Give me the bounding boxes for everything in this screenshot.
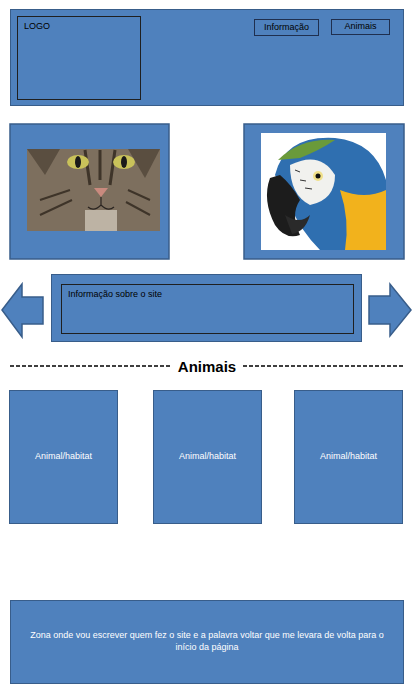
- info-text-box: Informação sobre o site: [61, 284, 354, 334]
- right-arrow: [369, 284, 411, 336]
- nav-button: Animais: [331, 19, 390, 35]
- image-panel: [244, 124, 404, 259]
- node-text: Animal/habitat: [320, 451, 377, 463]
- dashed-rule: [10, 365, 171, 367]
- left-arrow: [2, 284, 43, 337]
- logo-box: LOGO: [17, 16, 141, 100]
- info-panel: Informação sobre o site: [51, 274, 362, 342]
- node-text: Animais: [344, 21, 376, 33]
- image-panel: [10, 124, 169, 259]
- node-text: Informação: [264, 22, 309, 34]
- node-text: Informação sobre o site: [68, 289, 162, 301]
- node-text: LOGO: [24, 21, 50, 33]
- node-text: Zona onde vou escrever quem fez o site e…: [19, 630, 395, 653]
- animal-card: Animal/habitat: [294, 390, 403, 524]
- node-text: Animal/habitat: [179, 451, 236, 463]
- parrot-photo: [261, 133, 386, 250]
- node-text: Animal/habitat: [35, 451, 92, 463]
- dashed-rule: [243, 365, 404, 367]
- header-band: LOGO Informação Animais: [10, 9, 404, 106]
- animal-card: Animal/habitat: [9, 390, 118, 524]
- section-title: Animais: [175, 358, 239, 375]
- animal-card: Animal/habitat: [153, 390, 262, 524]
- footer-band: Zona onde vou escrever quem fez o site e…: [10, 600, 404, 684]
- nav-button: Informação: [254, 19, 319, 36]
- cat-photo: [27, 149, 160, 231]
